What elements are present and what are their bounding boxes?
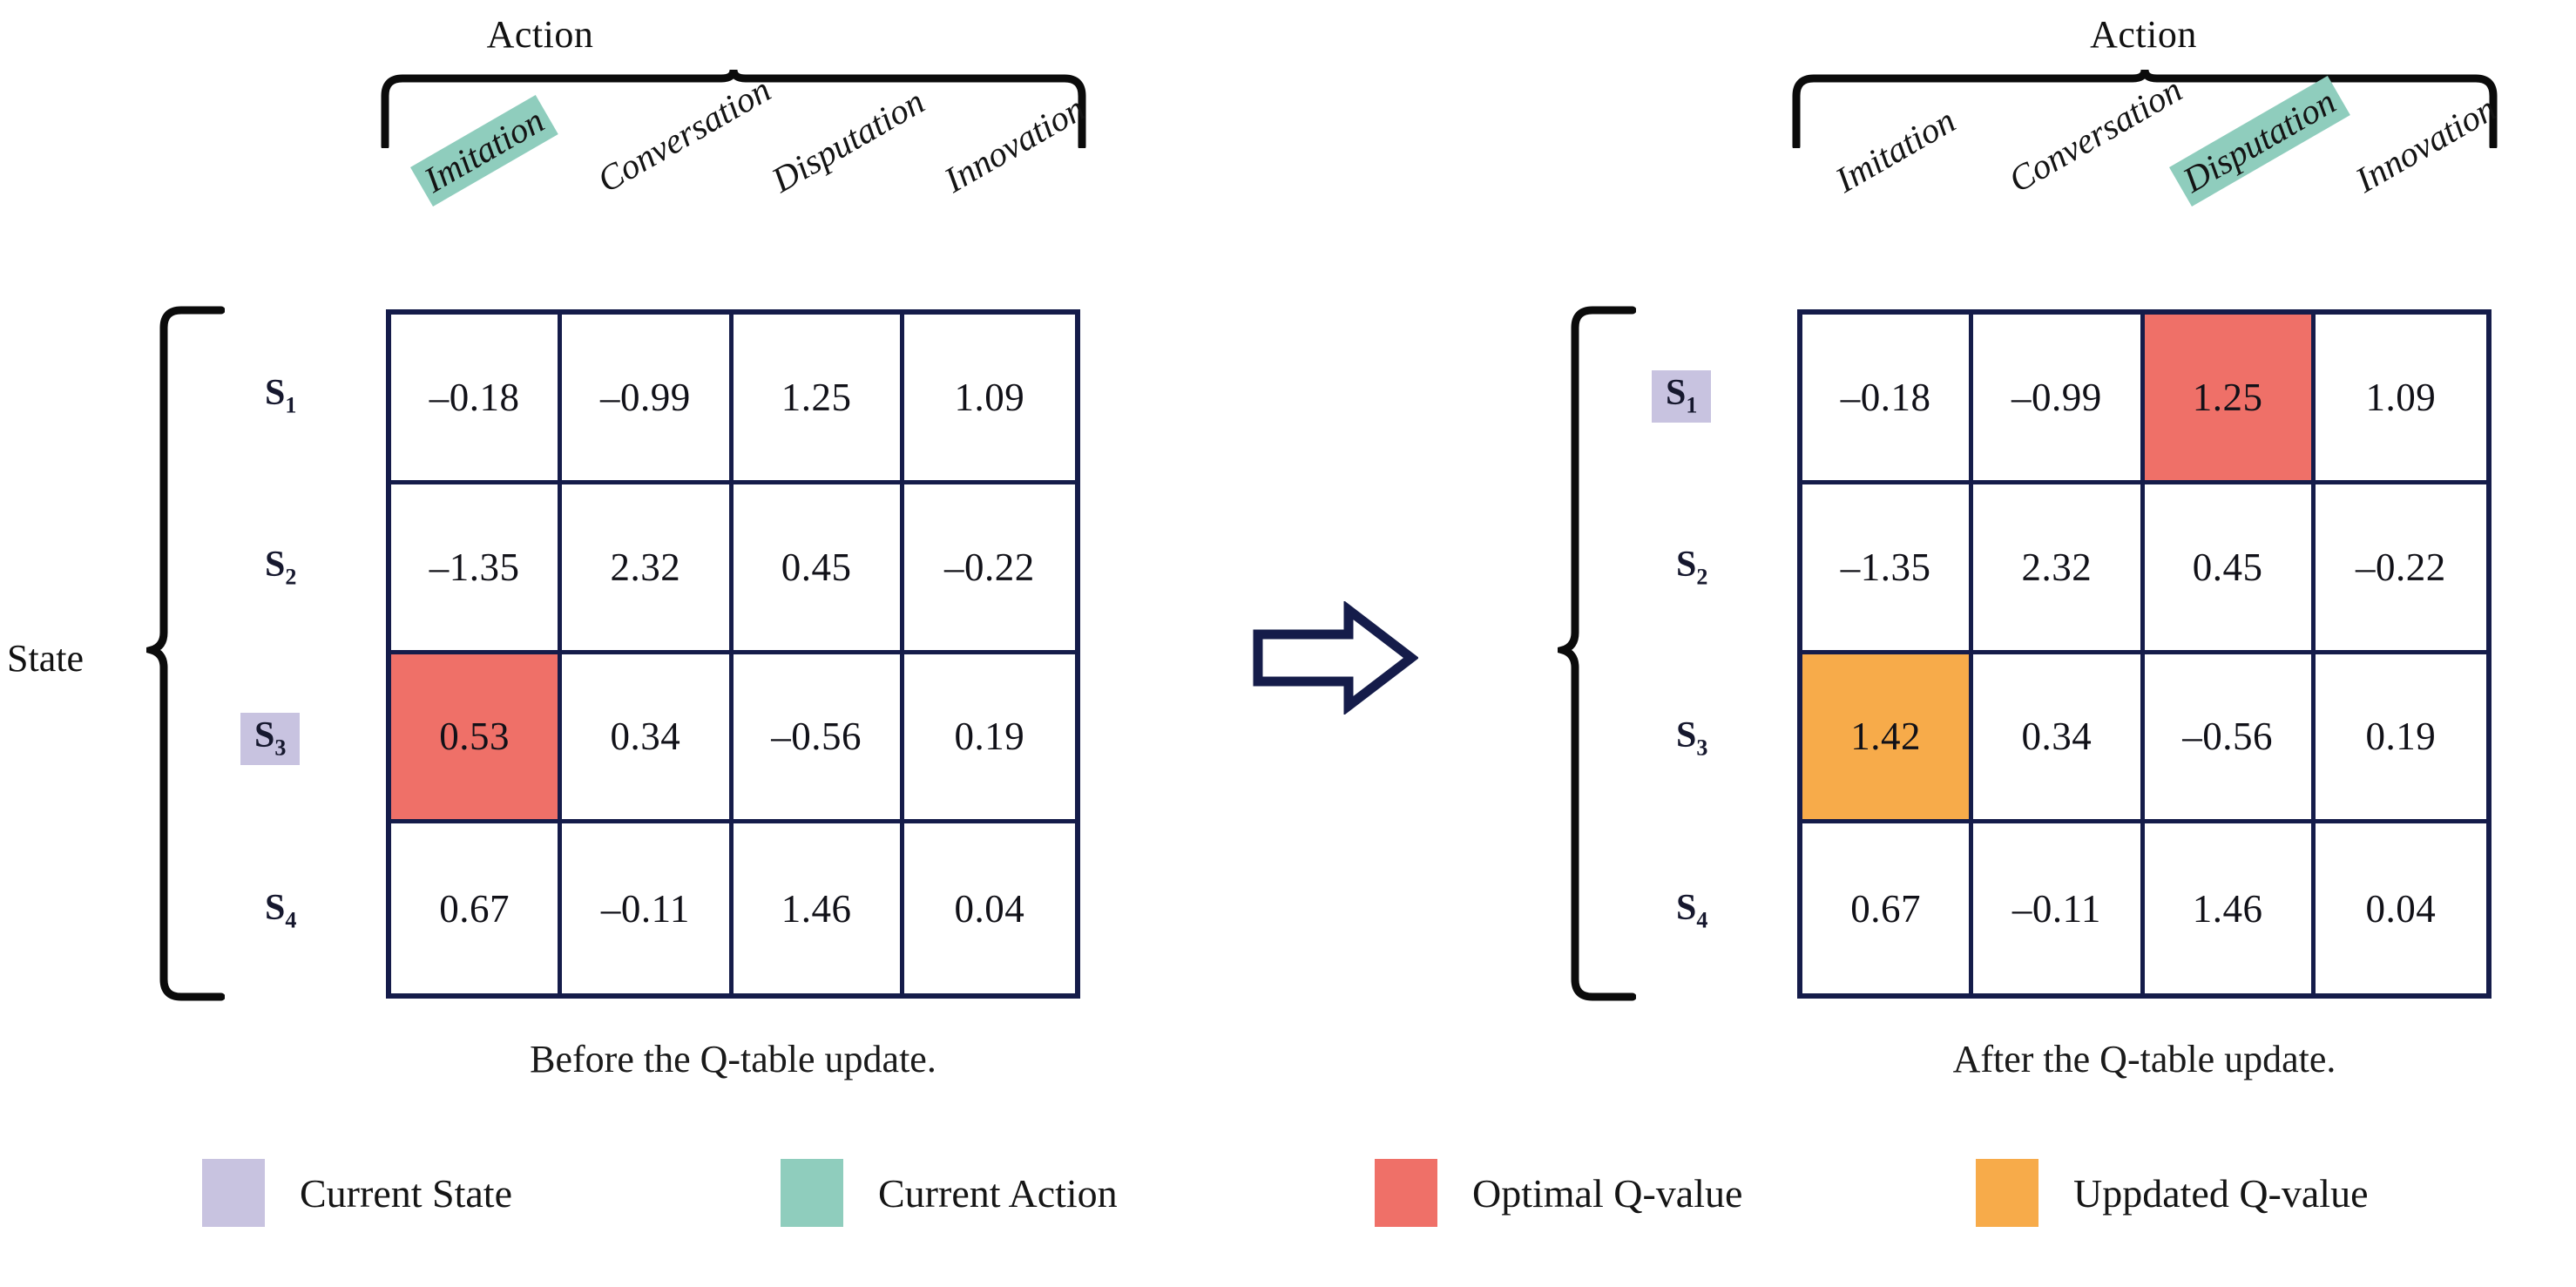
state-brace-before [146, 306, 225, 1001]
qtable-cell: 0.34 [562, 654, 734, 824]
legend-label-optimal-q: Optimal Q-value [1472, 1170, 1743, 1216]
legend-item-optimal-q: Optimal Q-value [1375, 1159, 1742, 1227]
state-label-s4-after: S4 [1676, 888, 1708, 933]
state-axis-label-before: State [7, 637, 84, 680]
state-brace-after [1558, 306, 1636, 1001]
right-block-arrow-icon [1253, 599, 1420, 716]
qtable-cell: 1.46 [2144, 823, 2316, 993]
qtable-cell: 0.53 [391, 654, 563, 824]
legend-item-updated-q: Uppdated Q-value [1976, 1159, 2369, 1227]
legend: Current State Current Action Optimal Q-v… [0, 1159, 2576, 1263]
qtable-cell: –0.56 [2144, 654, 2316, 824]
qtable-cell: 0.19 [2315, 654, 2486, 824]
legend-label-current-action: Current Action [878, 1170, 1118, 1216]
qtable-cell: 0.34 [1973, 654, 2145, 824]
qtable-cell: –1.35 [1802, 484, 1974, 654]
state-label-s2-after: S2 [1676, 545, 1708, 590]
caption-after: After the Q-table update. [1952, 1038, 2336, 1080]
qtable-cell: –0.11 [562, 823, 734, 993]
action-axis-label-before: Action [486, 13, 594, 56]
qtable-cell: 1.09 [903, 315, 1075, 484]
state-label-s3-after: S3 [1676, 715, 1708, 761]
qtable-cell: 1.09 [2315, 315, 2486, 484]
qtable-cell: –0.56 [733, 654, 904, 824]
qtable-cell: 0.04 [2315, 823, 2486, 993]
qtable-cell: 0.45 [2144, 484, 2316, 654]
legend-swatch-updated-q [1976, 1159, 2038, 1227]
qtable-cell: –0.18 [1802, 315, 1974, 484]
qtable-cell: 0.45 [733, 484, 904, 654]
legend-swatch-current-state [202, 1159, 265, 1227]
qtable-cell: 1.25 [733, 315, 904, 484]
qtable-cell: –1.35 [391, 484, 563, 654]
caption-before: Before the Q-table update. [530, 1038, 936, 1080]
qtable-panel-before: Action Imitation Conversation Disputatio… [0, 0, 1288, 1124]
action-brace-before [381, 70, 1086, 148]
qtable-cell: –0.99 [562, 315, 734, 484]
state-label-s1-after: S1 [1652, 370, 1712, 423]
qtable-cell: 0.67 [1802, 823, 1974, 993]
qtable-cell: –0.11 [1973, 823, 2145, 993]
qtable-cell: 0.67 [391, 823, 563, 993]
qtable-cell: 1.25 [2144, 315, 2316, 484]
qtable-cell: –0.99 [1973, 315, 2145, 484]
legend-swatch-optimal-q [1375, 1159, 1437, 1227]
qtable-cell: 1.46 [733, 823, 904, 993]
state-label-s1-before: S1 [265, 373, 297, 418]
legend-item-current-state: Current State [202, 1159, 512, 1227]
qtable-cell: –0.18 [391, 315, 563, 484]
qtable-cell: –0.22 [903, 484, 1075, 654]
qtable-cell: 1.42 [1802, 654, 1974, 824]
legend-swatch-current-action [781, 1159, 843, 1227]
action-axis-label-after: Action [2090, 13, 2197, 56]
legend-label-current-state: Current State [300, 1170, 512, 1216]
legend-item-current-action: Current Action [781, 1159, 1118, 1227]
qtable-cell: –0.22 [2315, 484, 2486, 654]
transition-arrow [1253, 599, 1420, 719]
qtable-cell: 0.04 [903, 823, 1075, 993]
legend-label-updated-q: Uppdated Q-value [2073, 1170, 2369, 1216]
qtable-cell: 2.32 [562, 484, 734, 654]
action-brace-after [1792, 70, 2498, 148]
qtable-cell: 2.32 [1973, 484, 2145, 654]
qtable-cell: 0.19 [903, 654, 1075, 824]
state-label-s3-before: S3 [240, 713, 301, 766]
qtable-panel-after: Action Imitation Conversation Disputatio… [1411, 0, 2576, 1124]
state-label-s2-before: S2 [265, 545, 297, 590]
state-label-s4-before: S4 [265, 888, 297, 933]
